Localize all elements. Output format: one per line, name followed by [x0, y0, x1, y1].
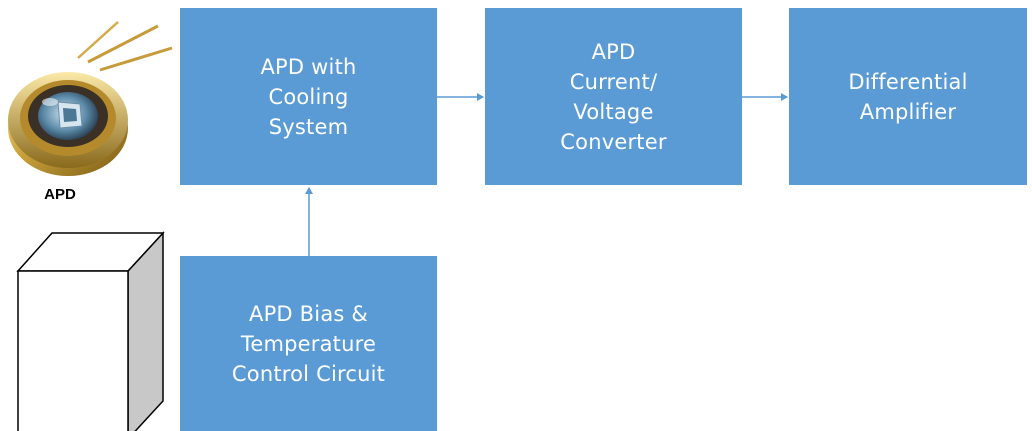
- apd-label: APD: [44, 186, 76, 203]
- apd-cooling-system-label: APD with Cooling System: [260, 54, 357, 139]
- current-voltage-converter-label: APD Current/ Voltage Converter: [560, 39, 667, 154]
- bias-temperature-control-block: APD Bias & Temperature Control Circuit: [180, 256, 437, 431]
- enclosure-box-icon: [16, 231, 165, 431]
- differential-amplifier-label: Differential Amplifier: [848, 69, 968, 124]
- apd-photodiode-icon: [8, 21, 173, 176]
- apd-cooling-system-block: APD with Cooling System: [180, 8, 437, 185]
- current-voltage-converter-block: APD Current/ Voltage Converter: [485, 8, 742, 185]
- bias-temperature-control-label: APD Bias & Temperature Control Circuit: [231, 301, 386, 386]
- differential-amplifier-block: Differential Amplifier: [789, 8, 1027, 185]
